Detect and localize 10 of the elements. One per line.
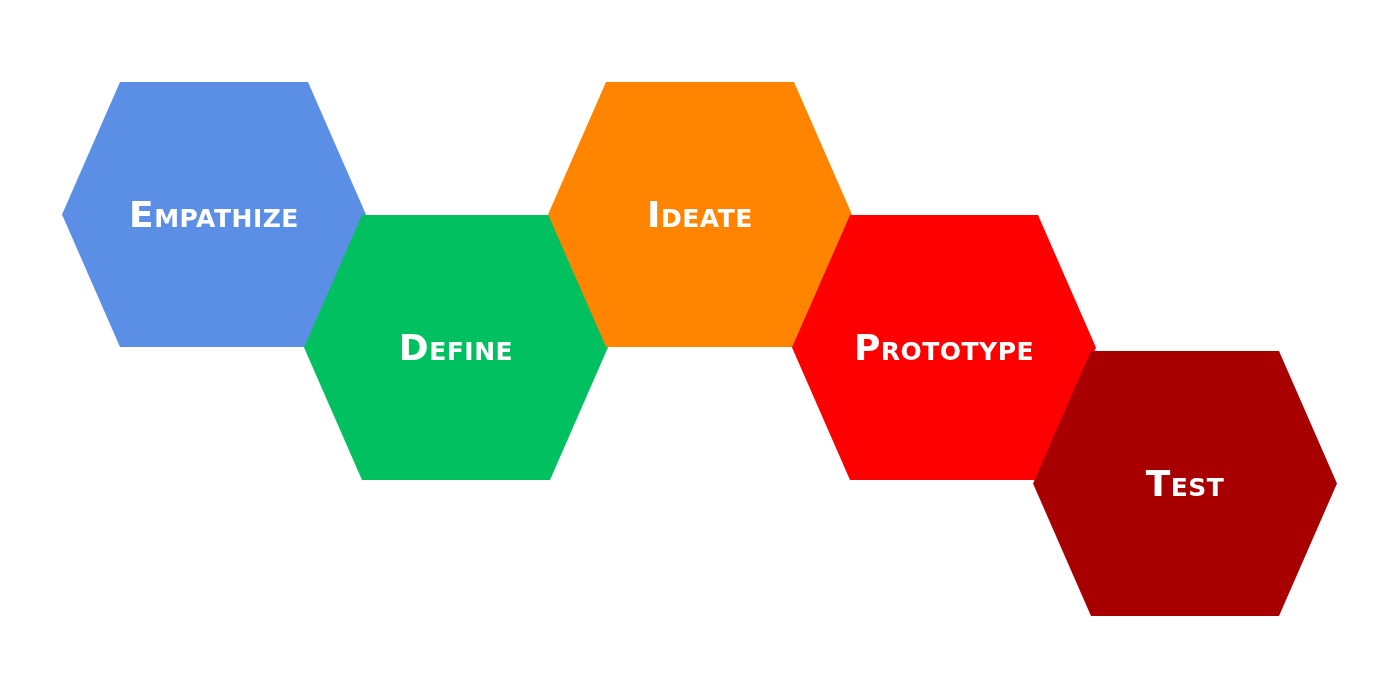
step-label: Prototype (853, 327, 1035, 368)
hexagon-step (304, 215, 608, 480)
step-label: Test (1145, 463, 1225, 504)
step-label: Empathize (129, 194, 299, 235)
step-label: Define (398, 327, 514, 368)
step-label: Ideate (647, 194, 753, 235)
hexagon-step (548, 82, 852, 347)
hexagon-step (792, 215, 1096, 480)
hexagon-step (62, 82, 366, 347)
hexagon-step (1033, 351, 1337, 616)
